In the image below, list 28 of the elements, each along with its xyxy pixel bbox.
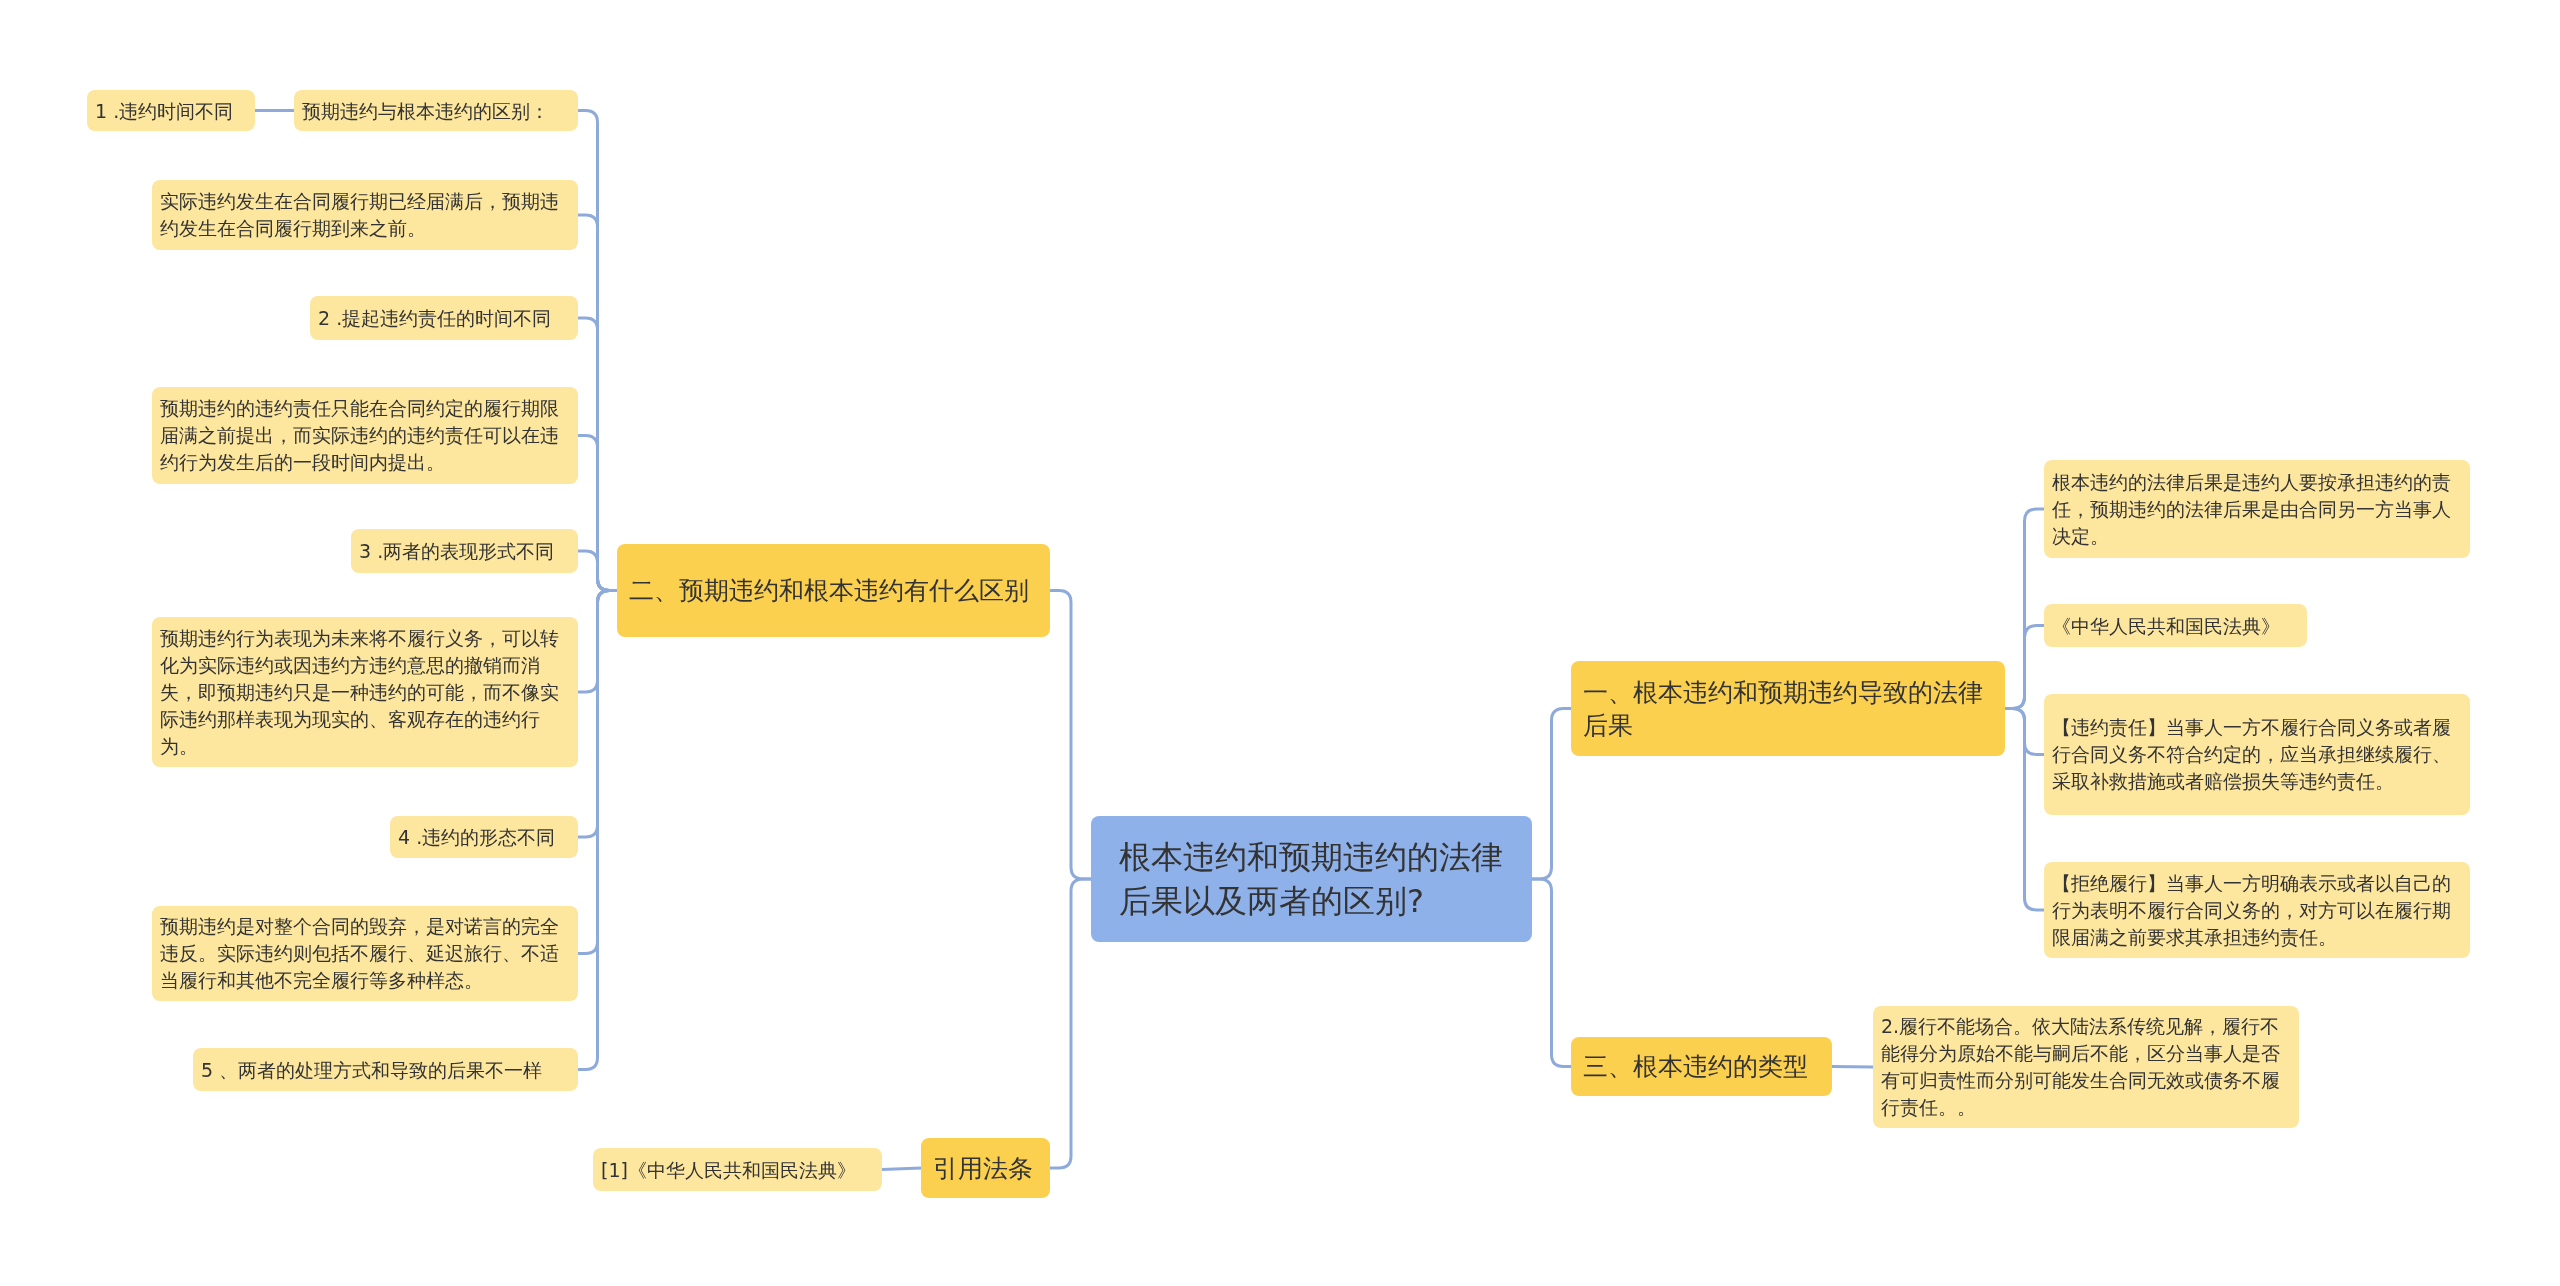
branch-topic: 二、预期违约和根本违约有什么区别 <box>617 544 1050 637</box>
connector-line <box>1532 877 1571 1068</box>
subtopic-box: 1 .违约时间不同 <box>87 90 255 131</box>
subtopic-box: 预期违约与根本违约的区别： <box>294 90 578 131</box>
note-box: 实际违约发生在合同履行期已经届满后，预期违约发生在合同履行期到来之前。 <box>152 180 578 250</box>
connector-line <box>1831 1065 1874 1069</box>
subtopic-box: 5 、两者的处理方式和导致的后果不一样 <box>193 1048 578 1091</box>
branch-topic: 引用法条 <box>921 1138 1050 1198</box>
note-box: 2.履行不能场合。依大陆法系传统见解，履行不能得分为原始不能与嗣后不能，区分当事人是否有可归责性而分别可能发生合同无效或债务不履行责任。。 <box>1873 1006 2299 1128</box>
reference-box: [1]《中华人民共和国民法典》 <box>593 1148 882 1191</box>
branch-topic: 三、根本违约的类型 <box>1571 1037 1832 1096</box>
note-box: 预期违约行为表现为未来将不履行义务，可以转化为实际违约或因违约方违约意思的撤销而消失，即预期违约只是一种违约的可能，而不像实际违约那样表现为现实的、客观存在的违约行为。 <box>152 617 578 767</box>
center-topic: 根本违约和预期违约的法律后果以及两者的区别? <box>1091 816 1532 942</box>
reference-box: 《中华人民共和国民法典》 <box>2044 604 2307 647</box>
note-box: 【拒绝履行】当事人一方明确表示或者以自己的行为表明不履行合同义务的，对方可以在履行期限届满之前要求其承担违约责任。 <box>2044 862 2470 958</box>
connector-line <box>578 589 617 1071</box>
subtopic-box: 3 .两者的表现形式不同 <box>351 529 578 573</box>
note-box: 【违约责任】当事人一方不履行合同义务或者履行合同义务不符合约定的，应当承担继续履行、采取补救措施或者赔偿损失等违约责任。 <box>2044 694 2470 815</box>
subtopic-box: 4 .违约的形态不同 <box>390 816 578 858</box>
note-box: 预期违约的违约责任只能在合同约定的履行期限届满之前提出，而实际违约的违约责任可以在违约行为发生后的一段时间内提出。 <box>152 387 578 484</box>
connector-line <box>255 109 294 112</box>
branch-topic: 一、根本违约和预期违约导致的法律后果 <box>1571 661 2005 756</box>
note-box: 预期违约是对整个合同的毁弃，是对诺言的完全违反。实际违约则包括不履行、延迟旅行、不适当履行和其他不完全履行等多种样态。 <box>152 906 578 1001</box>
subtopic-box: 2 .提起违约责任的时间不同 <box>310 296 578 340</box>
connector-line <box>881 1166 922 1171</box>
connector-line <box>1050 877 1091 1170</box>
connector-line <box>2005 707 2044 912</box>
note-box: 根本违约的法律后果是违约人要按承担违约的责任，预期违约的法律后果是由合同另一方当事人决定。 <box>2044 460 2470 558</box>
